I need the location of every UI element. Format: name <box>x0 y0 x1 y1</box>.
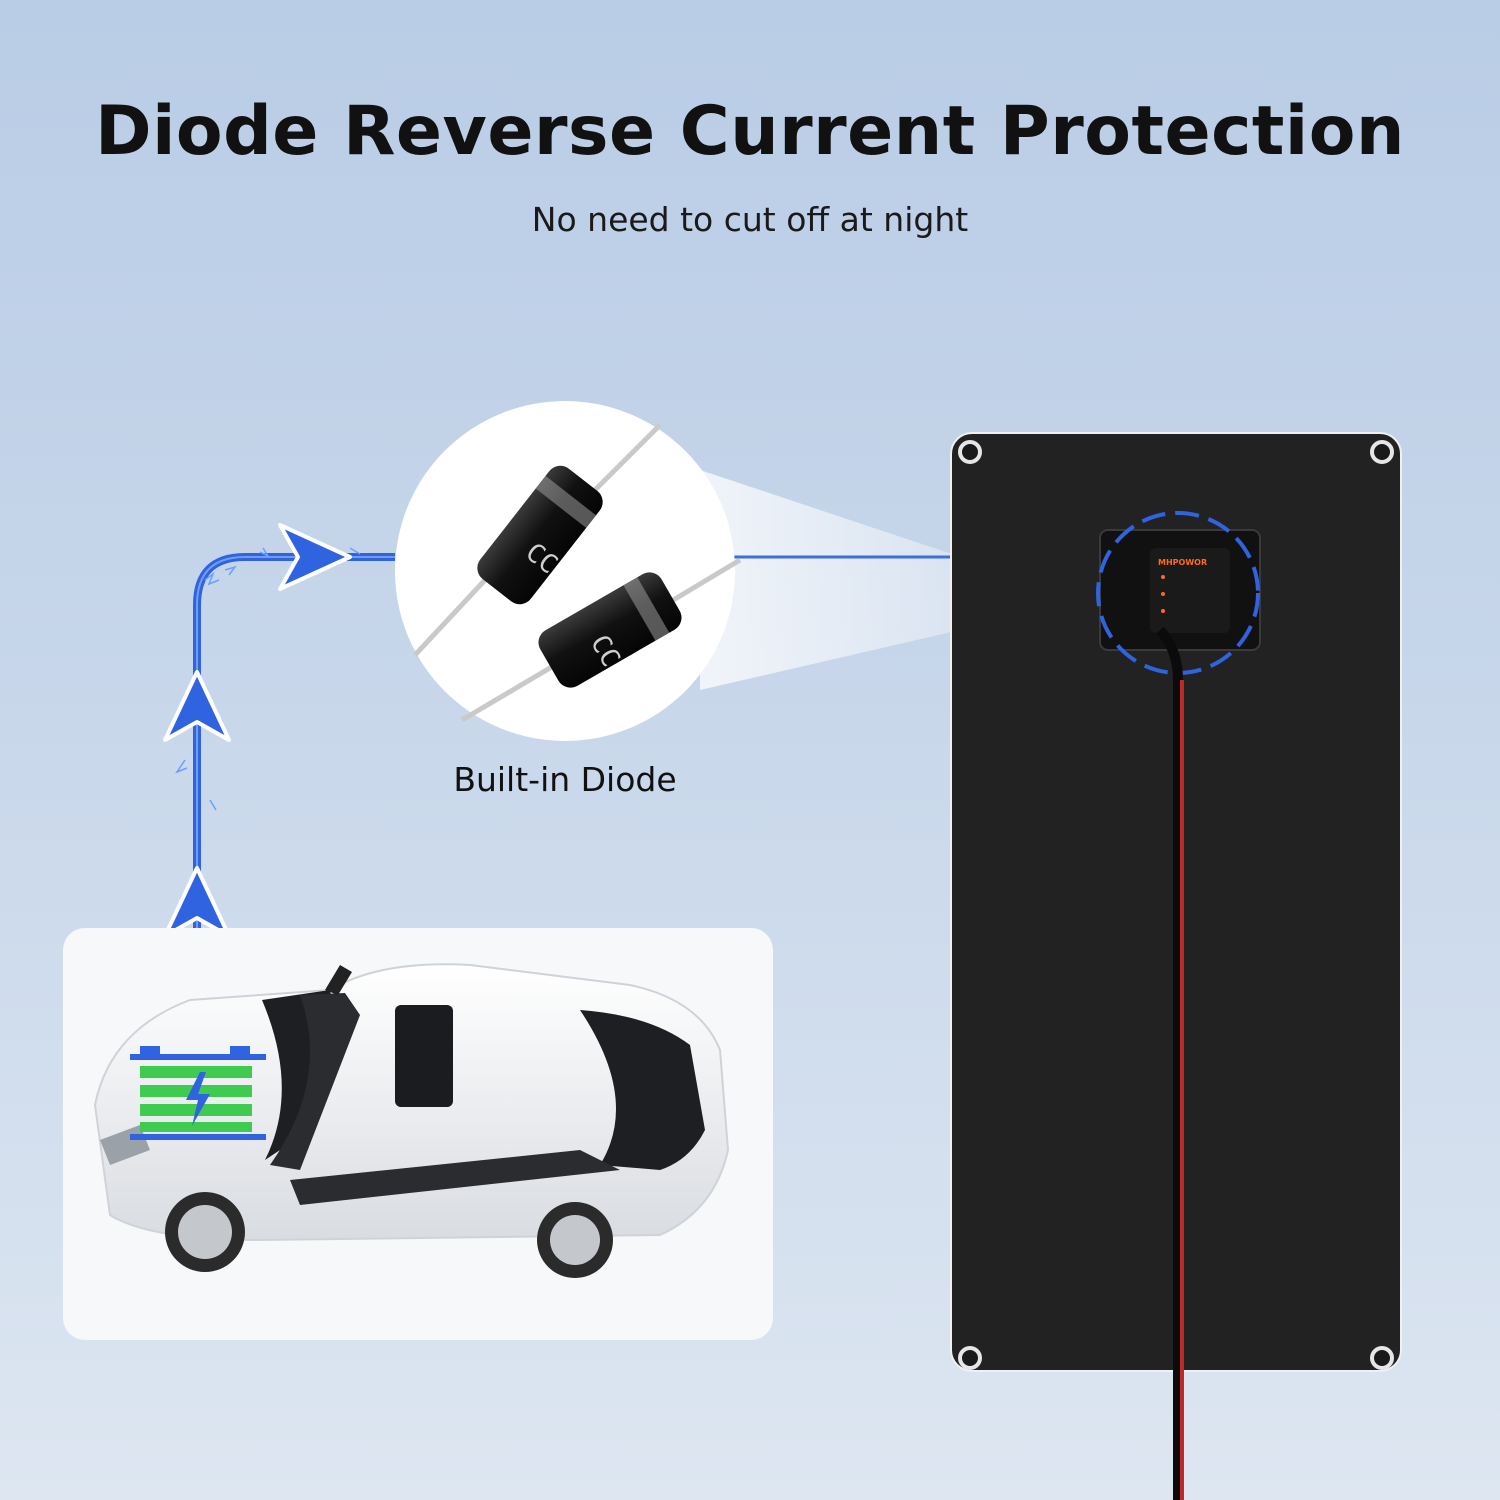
diode-label: Built-in Diode <box>453 760 677 799</box>
panel-cable <box>1156 626 1183 1500</box>
junction-brand: MHPOWOR <box>1158 558 1208 567</box>
mounting-hole-bottom-left <box>958 1346 982 1370</box>
mounting-hole-bottom-right <box>1370 1346 1394 1370</box>
diode-magnifier: CC CC <box>395 401 742 741</box>
mounting-hole-top-right <box>1370 440 1394 464</box>
arrow-right-icon <box>278 523 352 591</box>
lightning-icon <box>186 1072 210 1126</box>
page-title: Diode Reverse Current Protection <box>95 92 1405 171</box>
page-subtitle: No need to cut off at night <box>531 200 969 239</box>
mounting-hole-top-left <box>958 440 982 464</box>
arrow-up-icon-upper <box>163 670 231 742</box>
arrow-up-icon-lower <box>163 866 231 938</box>
battery-icon <box>130 1046 266 1140</box>
zoom-beam <box>700 470 1090 690</box>
current-path <box>175 547 395 1040</box>
